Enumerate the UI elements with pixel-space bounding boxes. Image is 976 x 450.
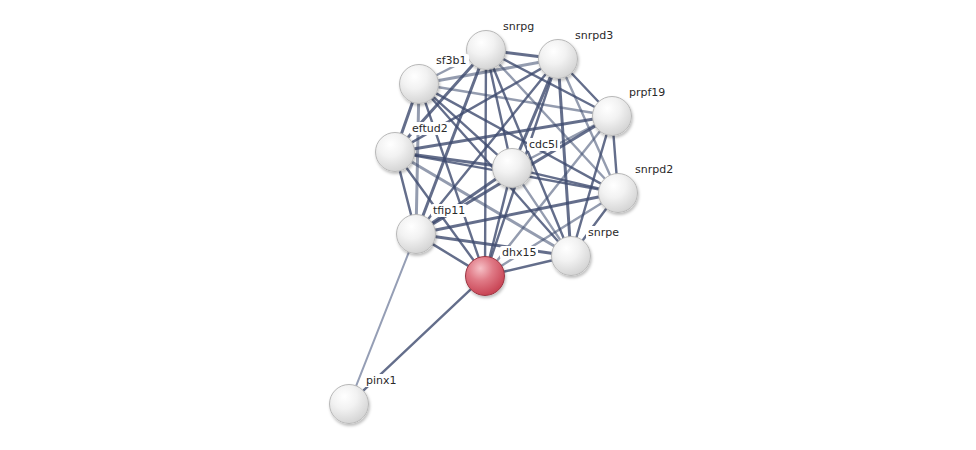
protein-node: snrpg	[466, 30, 506, 70]
node-label: snrpd2	[633, 163, 675, 176]
node-label: cdc5l	[527, 138, 560, 151]
node-label: tfip11	[431, 204, 467, 217]
node-label: snrpe	[586, 226, 621, 239]
node-label: eftud2	[410, 122, 450, 135]
interaction-edge	[433, 244, 468, 265]
node-label: snrpg	[501, 20, 536, 33]
protein-node: prpf19	[592, 96, 632, 136]
interaction-edge	[400, 171, 411, 214]
interaction-edge	[364, 290, 471, 391]
interaction-edge	[559, 79, 569, 236]
interaction-edge	[531, 173, 598, 189]
protein-node: snrpd2	[598, 173, 638, 213]
protein-node: cdc5l	[492, 148, 532, 188]
node-label: snrpd3	[573, 29, 615, 42]
interaction-edge	[504, 261, 551, 272]
node-label: sf3b1	[434, 54, 469, 67]
protein-node: snrpd3	[538, 39, 578, 79]
interaction-edge	[506, 52, 538, 56]
protein-node: pinx1	[329, 384, 369, 424]
interaction-edge	[416, 104, 418, 214]
interaction-edge	[439, 87, 593, 112]
interaction-edge	[356, 253, 408, 386]
protein-node: sf3b1	[399, 64, 439, 104]
protein-node: tfip11	[396, 214, 436, 254]
node-label: pinx1	[364, 374, 399, 387]
interaction-edge	[614, 136, 617, 173]
protein-node: dhx15	[465, 256, 505, 296]
node-label: dhx15	[500, 246, 538, 259]
protein-node: snrpe	[551, 236, 591, 276]
protein-node: eftud2	[375, 132, 415, 172]
interaction-edge	[432, 99, 558, 241]
node-label: prpf19	[627, 86, 667, 99]
